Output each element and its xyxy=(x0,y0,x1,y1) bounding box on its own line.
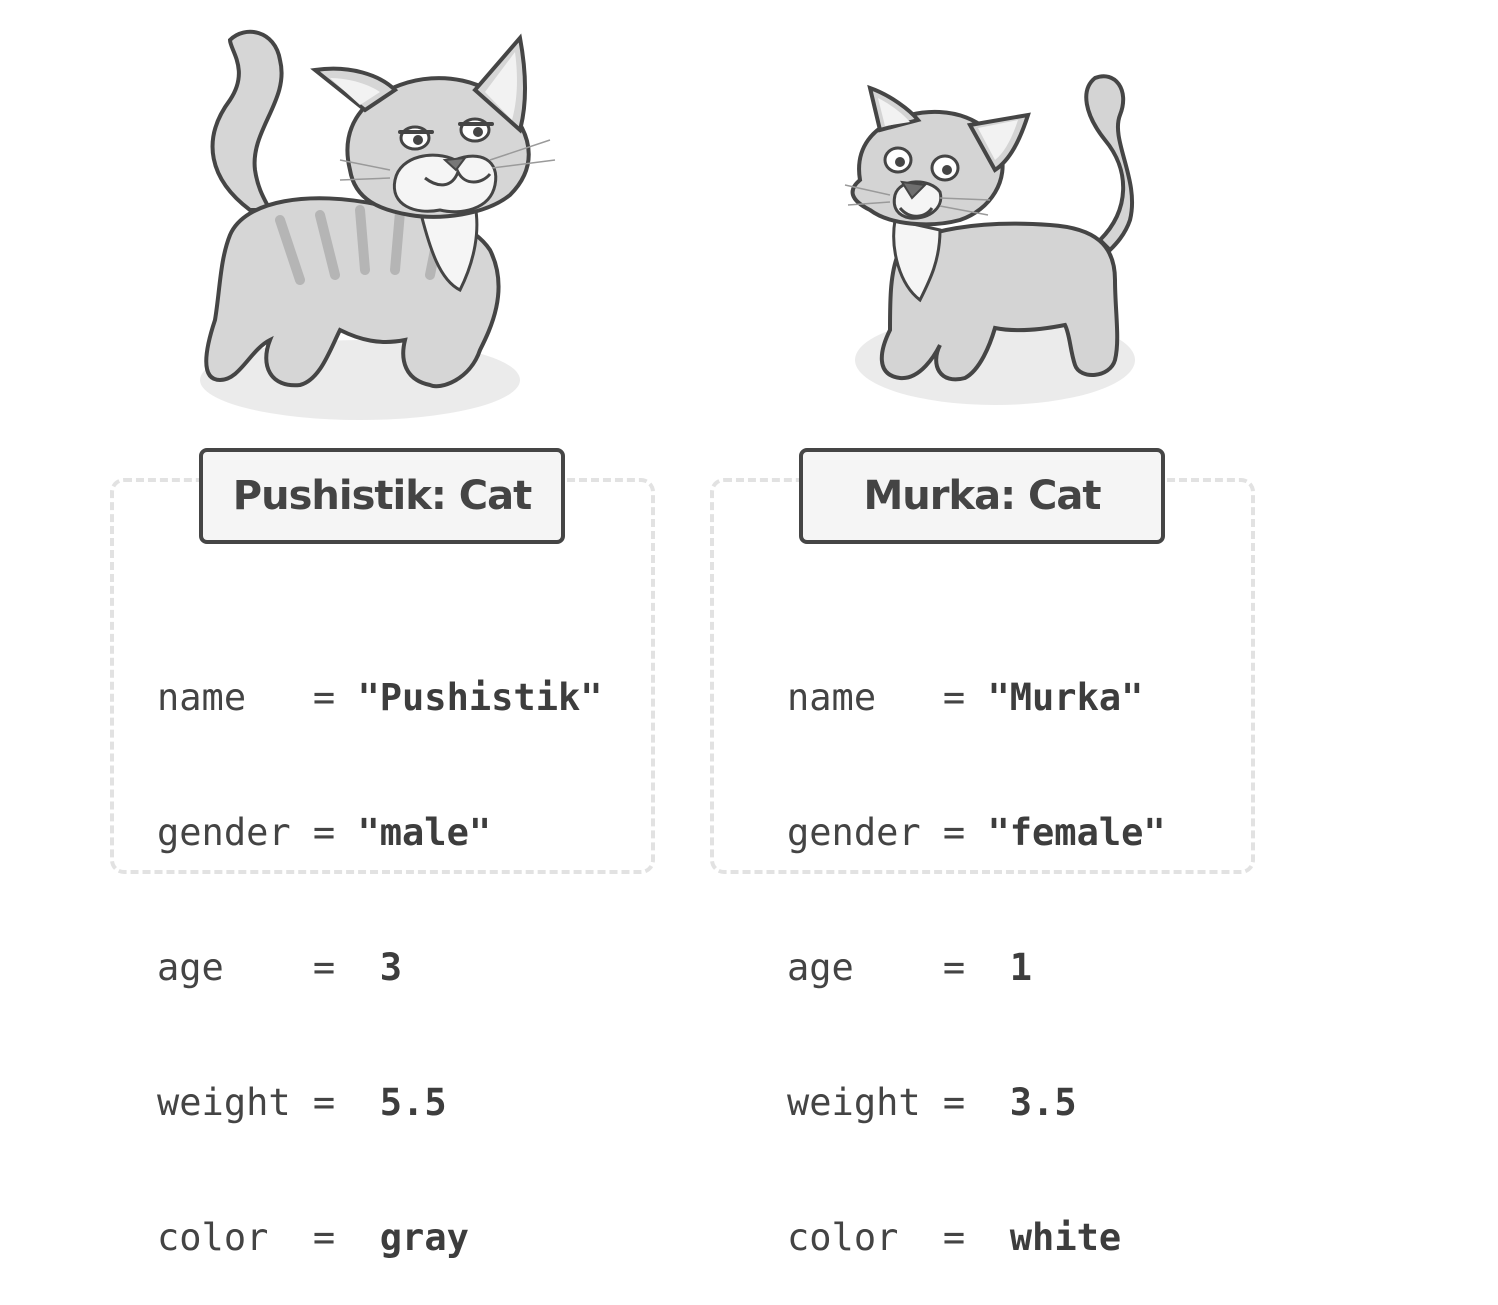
field-value: white xyxy=(1009,1216,1122,1259)
field-name: gender xyxy=(787,811,921,854)
field-equals: = xyxy=(290,1081,380,1124)
field-row-color: color = white xyxy=(787,1215,1166,1260)
field-name: weight xyxy=(157,1081,291,1124)
field-equals: = xyxy=(920,1081,1010,1124)
object-fields-pushistik: name = "Pushistik" gender = "male" age =… xyxy=(157,585,603,1305)
tabby-cat-illustration xyxy=(200,29,556,420)
field-name: gender xyxy=(157,811,291,854)
field-value: "male" xyxy=(357,811,492,854)
field-row-age: age = 3 xyxy=(157,945,603,990)
field-value: 3 xyxy=(379,946,403,989)
white-cat-illustration xyxy=(844,74,1135,405)
field-name: name xyxy=(787,676,921,719)
field-row-gender: gender = "female" xyxy=(787,810,1166,855)
field-row-weight: weight = 5.5 xyxy=(157,1080,603,1125)
field-value: "Pushistik" xyxy=(357,676,603,719)
field-equals: = xyxy=(290,946,380,989)
field-row-color: color = gray xyxy=(157,1215,603,1260)
field-name: weight xyxy=(787,1081,921,1124)
field-name: age xyxy=(157,946,291,989)
object-title-murka: Murka: Cat xyxy=(799,448,1165,544)
field-row-weight: weight = 3.5 xyxy=(787,1080,1166,1125)
field-equals: = xyxy=(290,811,358,854)
field-row-name: name = "Murka" xyxy=(787,675,1166,720)
field-name: name xyxy=(157,676,291,719)
field-value: 1 xyxy=(1009,946,1033,989)
field-equals: = xyxy=(290,676,358,719)
field-equals: = xyxy=(290,1216,380,1259)
field-equals: = xyxy=(920,676,988,719)
field-name: age xyxy=(787,946,921,989)
field-equals: = xyxy=(920,811,988,854)
field-name: color xyxy=(157,1216,291,1259)
field-value: gray xyxy=(379,1216,469,1259)
field-name: color xyxy=(787,1216,921,1259)
field-row-gender: gender = "male" xyxy=(157,810,603,855)
field-value: "Murka" xyxy=(987,676,1144,719)
field-value: 3.5 xyxy=(1009,1081,1077,1124)
field-row-name: name = "Pushistik" xyxy=(157,675,603,720)
field-row-age: age = 1 xyxy=(787,945,1166,990)
object-fields-murka: name = "Murka" gender = "female" age = 1… xyxy=(787,585,1166,1305)
field-value: 5.5 xyxy=(379,1081,447,1124)
field-equals: = xyxy=(920,1216,1010,1259)
field-value: "female" xyxy=(987,811,1166,854)
object-title-pushistik: Pushistik: Cat xyxy=(199,448,565,544)
field-equals: = xyxy=(920,946,1010,989)
